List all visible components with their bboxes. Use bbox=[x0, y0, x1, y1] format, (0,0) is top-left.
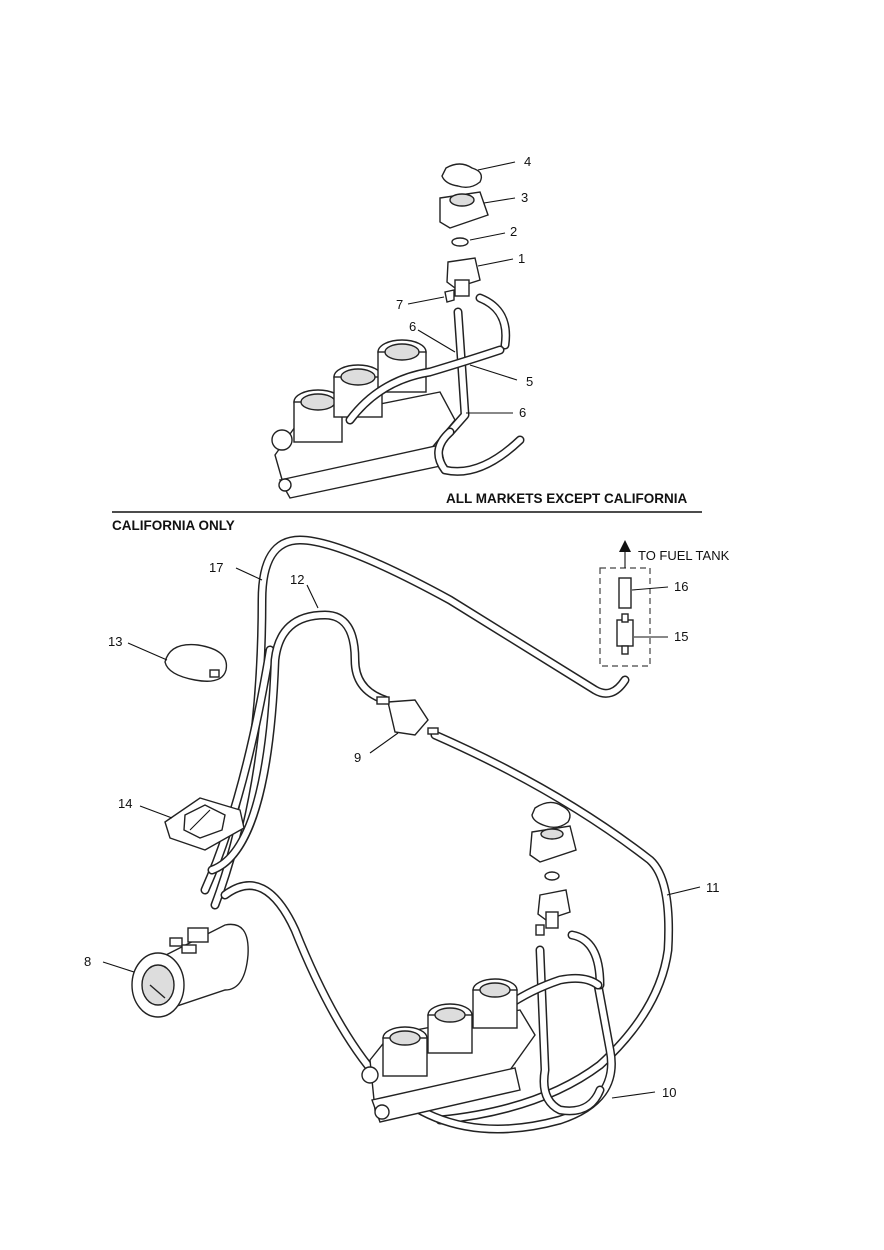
section-title-all-markets: ALL MARKETS EXCEPT CALIFORNIA bbox=[446, 491, 688, 506]
callout-14: 14 bbox=[118, 796, 132, 811]
callout-7: 7 bbox=[396, 297, 403, 312]
screw-part-7 bbox=[444, 289, 455, 303]
charcoal-canister-part-8 bbox=[131, 923, 249, 1018]
valve-stack-bottom bbox=[529, 801, 577, 936]
purge-valve-part-9 bbox=[376, 696, 439, 736]
callout-1: 1 bbox=[518, 251, 525, 266]
top-hoses bbox=[345, 293, 525, 476]
section-title-california: CALIFORNIA ONLY bbox=[112, 518, 235, 533]
valve-stack-top bbox=[439, 163, 489, 303]
callout-5: 5 bbox=[526, 374, 533, 389]
fuel-tank-arrow-icon bbox=[619, 540, 631, 568]
band-clip-icon bbox=[209, 669, 220, 678]
callout-13: 13 bbox=[108, 634, 122, 649]
bottom-diagram: CALIFORNIA ONLY bbox=[84, 518, 730, 1134]
filter-part-15 bbox=[616, 613, 634, 655]
bottom-hoses bbox=[200, 535, 674, 1134]
callout-12: 12 bbox=[290, 572, 304, 587]
callout-6-upper: 6 bbox=[409, 319, 416, 334]
bottom-leaders bbox=[102, 567, 701, 1099]
callout-11: 11 bbox=[706, 880, 720, 895]
callout-2: 2 bbox=[510, 224, 517, 239]
callout-9: 9 bbox=[354, 750, 361, 765]
callout-10: 10 bbox=[662, 1085, 676, 1100]
callout-16: 16 bbox=[674, 579, 688, 594]
top-leaders bbox=[407, 161, 518, 414]
pipe-part-16 bbox=[618, 577, 632, 609]
callout-17: 17 bbox=[209, 560, 223, 575]
callout-15: 15 bbox=[674, 629, 688, 644]
gasket-part-4 bbox=[441, 163, 483, 189]
throttle-body-assembly-bottom bbox=[361, 978, 536, 1123]
throttle-body-assembly-top bbox=[271, 339, 456, 499]
callout-3: 3 bbox=[521, 190, 528, 205]
callout-8: 8 bbox=[84, 954, 91, 969]
callout-6-lower: 6 bbox=[519, 405, 526, 420]
oring-part-2 bbox=[451, 237, 469, 247]
callout-4: 4 bbox=[524, 154, 531, 169]
top-diagram: 4 3 2 1 7 6 5 6 ALL MARKETS EXCEPT CALIF… bbox=[271, 154, 688, 506]
fuel-tank-label: TO FUEL TANK bbox=[638, 548, 730, 563]
mounting-bracket-part-14 bbox=[164, 797, 245, 851]
